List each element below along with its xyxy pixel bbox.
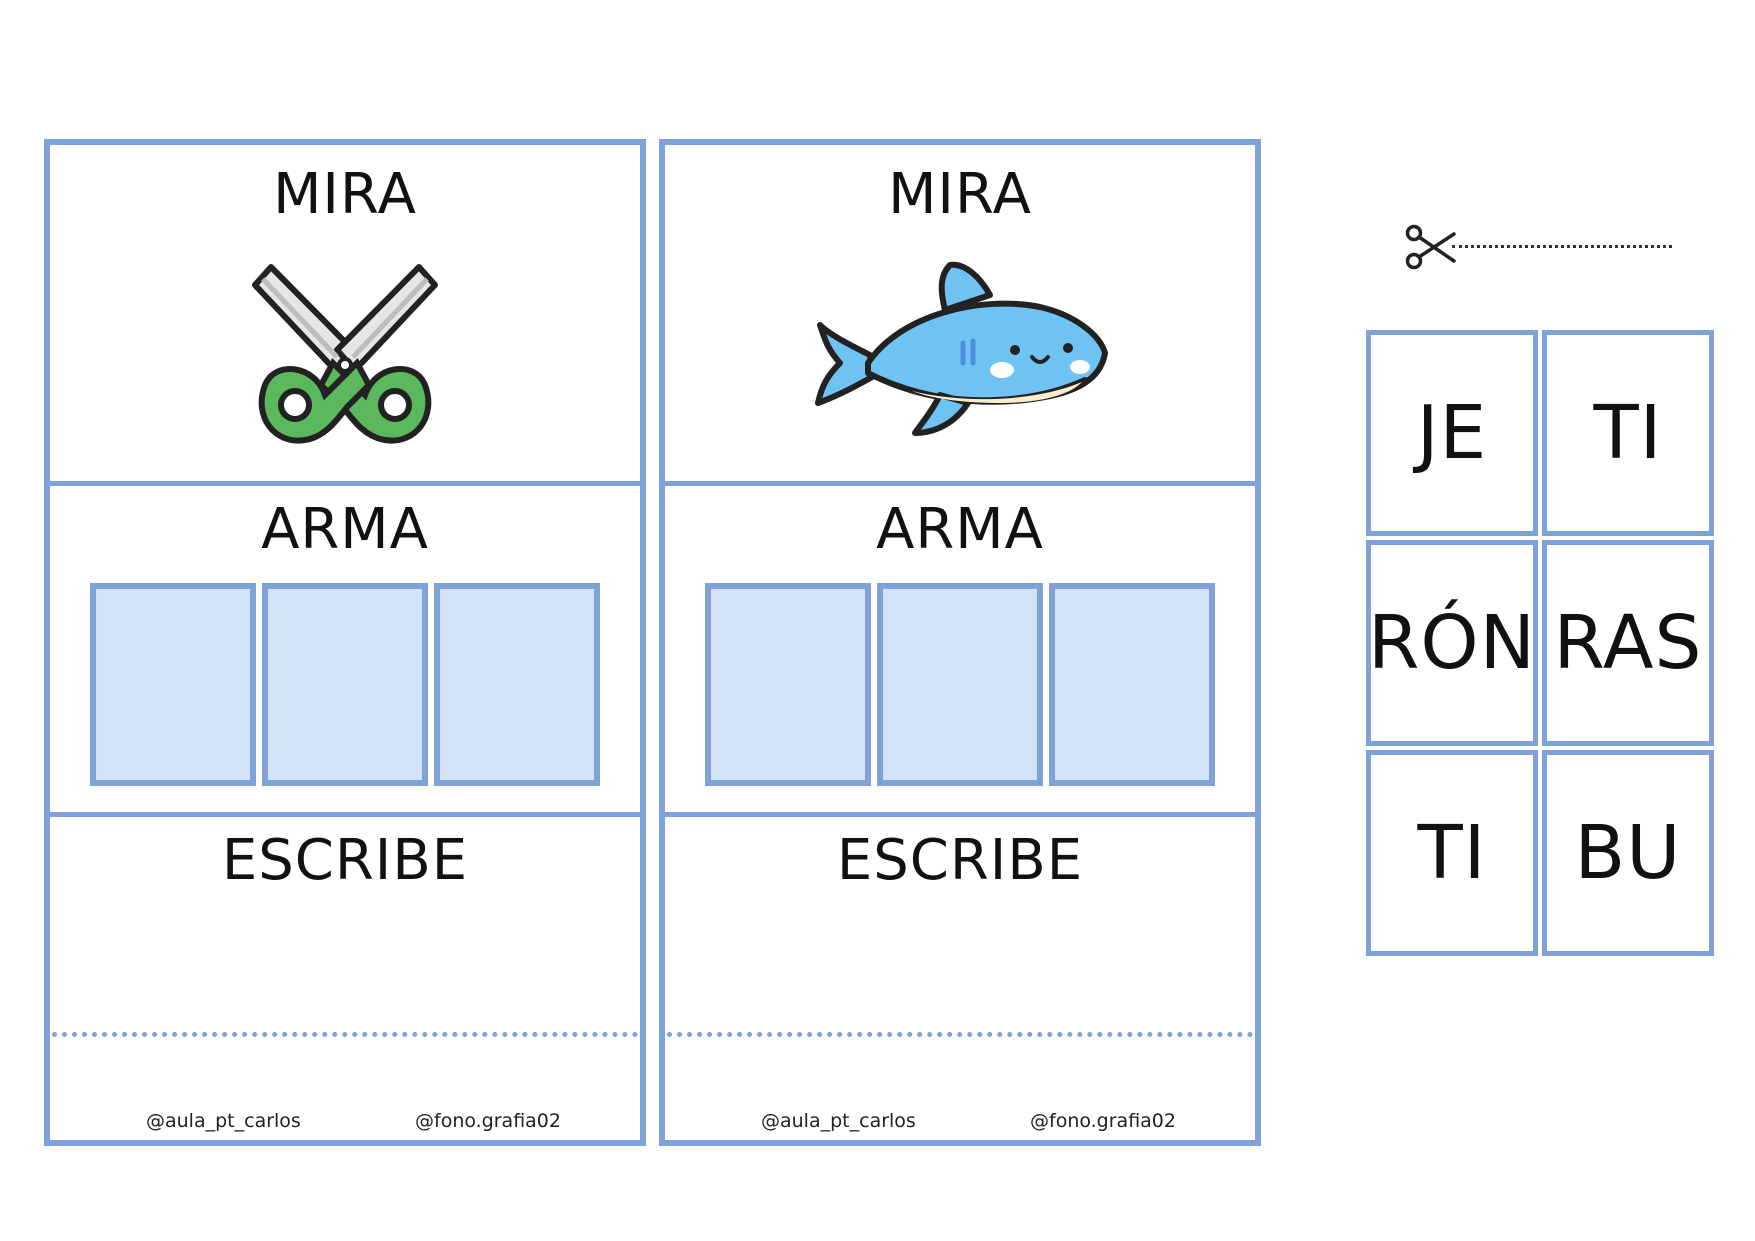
write-section: ESCRIBE @aula_pt_carlos @fono.grafia02 bbox=[665, 817, 1255, 1140]
shark-icon bbox=[815, 261, 1108, 436]
syllable-card[interactable]: TI bbox=[1542, 330, 1714, 536]
scissors-icon bbox=[252, 264, 438, 444]
writing-line[interactable] bbox=[667, 1032, 1253, 1037]
credit-author: @aula_pt_carlos bbox=[146, 1110, 301, 1132]
syllable-cards: JE TI RÓN RAS TI BU bbox=[1366, 330, 1716, 956]
write-heading: ESCRIBE bbox=[836, 828, 1084, 893]
syllable-card[interactable]: JE bbox=[1366, 330, 1538, 536]
look-section: MIRA bbox=[665, 145, 1255, 486]
credits: @aula_pt_carlos @fono.grafia02 bbox=[665, 1110, 1255, 1136]
syllable-slot[interactable] bbox=[1049, 583, 1215, 786]
credits: @aula_pt_carlos @fono.grafia02 bbox=[50, 1110, 640, 1136]
activity-card-scissors: MIRA ARMA bbox=[44, 139, 646, 1146]
look-section: MIRA bbox=[50, 145, 640, 486]
cut-line bbox=[1452, 245, 1672, 248]
build-section: ARMA bbox=[665, 486, 1255, 817]
syllable-slot[interactable] bbox=[434, 583, 600, 786]
credit-source: @fono.grafia02 bbox=[415, 1110, 561, 1132]
syllable-slots bbox=[705, 583, 1215, 786]
syllable-slot[interactable] bbox=[877, 583, 1043, 786]
build-section: ARMA bbox=[50, 486, 640, 817]
picture-area bbox=[50, 245, 640, 475]
syllable-slot[interactable] bbox=[705, 583, 871, 786]
activity-card-shark: MIRA bbox=[659, 139, 1261, 1146]
syllable-card[interactable]: TI bbox=[1366, 750, 1538, 956]
picture-area bbox=[665, 245, 1255, 475]
syllable-slots bbox=[90, 583, 600, 786]
credit-source: @fono.grafia02 bbox=[1030, 1110, 1176, 1132]
syllable-slot[interactable] bbox=[262, 583, 428, 786]
look-heading: MIRA bbox=[273, 162, 417, 227]
build-heading: ARMA bbox=[261, 497, 429, 562]
write-heading: ESCRIBE bbox=[221, 828, 469, 893]
cut-guide bbox=[1404, 222, 1674, 272]
scissors-cut-icon bbox=[1405, 224, 1456, 270]
look-heading: MIRA bbox=[888, 162, 1032, 227]
syllable-card[interactable]: RAS bbox=[1542, 540, 1714, 746]
build-heading: ARMA bbox=[876, 497, 1044, 562]
credit-author: @aula_pt_carlos bbox=[761, 1110, 916, 1132]
write-section: ESCRIBE @aula_pt_carlos @fono.grafia02 bbox=[50, 817, 640, 1140]
syllable-slot[interactable] bbox=[90, 583, 256, 786]
syllable-card[interactable]: BU bbox=[1542, 750, 1714, 956]
writing-line[interactable] bbox=[52, 1032, 638, 1037]
syllable-card[interactable]: RÓN bbox=[1366, 540, 1538, 746]
